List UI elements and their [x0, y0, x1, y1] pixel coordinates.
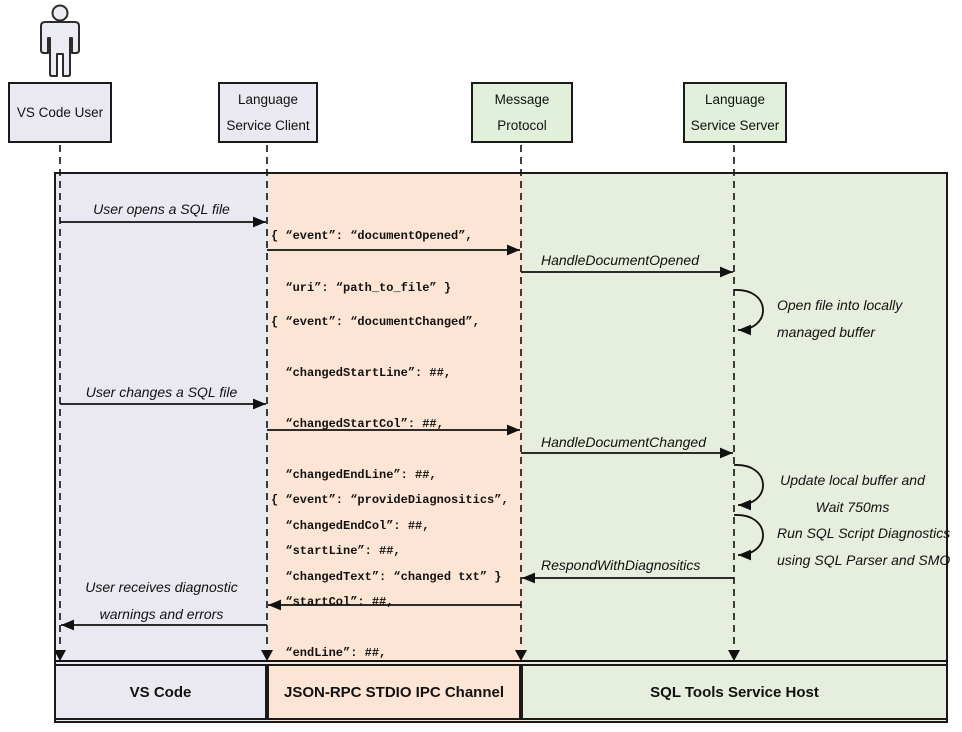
person-icon	[40, 4, 80, 77]
footer-label: VS Code	[129, 683, 192, 701]
lane-vscode-user	[56, 174, 269, 721]
label-update-buffer-wait: Update local buffer and Wait 750ms	[770, 467, 935, 521]
footer-box-sql-tools-service-host: SQL Tools Service Host	[521, 664, 948, 720]
footer-box-ipc-channel: JSON-RPC STDIO IPC Channel	[267, 664, 521, 720]
actor-label-line: Service Client	[226, 117, 310, 133]
footer-label: JSON-RPC STDIO IPC Channel	[283, 683, 505, 701]
label-handle-document-opened: HandleDocumentOpened	[541, 252, 699, 268]
actor-label-line: Language	[704, 91, 766, 107]
label-line: using SQL Parser and SMO	[777, 552, 951, 568]
actor-box-language-service-server: Language Service Server	[683, 82, 787, 143]
label-line: Update local buffer and	[780, 472, 925, 488]
label-line: Run SQL Script Diagnostics	[777, 525, 951, 541]
label-line: Wait 750ms	[815, 499, 890, 515]
payload-line: { “event”: “documentOpened”,	[271, 229, 473, 243]
actor-box-message-protocol: Message Protocol	[471, 82, 573, 143]
payload-document-opened: { “event”: “documentOpened”, “uri”: “pat…	[271, 196, 473, 328]
label-line: Open file into locally	[777, 297, 903, 313]
lane-ipc-channel	[269, 174, 523, 721]
actor-box-language-service-client: Language Service Client	[218, 82, 318, 143]
label-line: warnings and errors	[99, 606, 224, 622]
actor-label-line: Language	[237, 91, 299, 107]
payload-line: “changedEndCol”: ##,	[271, 519, 430, 533]
actor-label-line: Protocol	[497, 117, 547, 133]
payload-line: “changedEndLine”: ##,	[271, 468, 437, 482]
label-user-changes-sql-file: User changes a SQL file	[85, 384, 238, 400]
payload-line: “changedStartLine”: ##,	[271, 366, 452, 380]
payload-line: { “event”: “provideDiagnositics”,	[271, 493, 509, 507]
payload-line: “changedText”: “changed txt” }	[271, 570, 502, 584]
payload-line: “uri”: “path_to_file” }	[271, 281, 452, 295]
actor-label: VS Code User	[16, 104, 104, 120]
label-open-file-into-buffer: Open file into locally managed buffer	[777, 292, 902, 346]
actor-label-line: Message	[494, 91, 550, 107]
label-run-sql-diagnostics: Run SQL Script Diagnostics using SQL Par…	[777, 520, 950, 574]
footer-box-vscode: VS Code	[54, 664, 267, 720]
label-line: managed buffer	[777, 324, 876, 340]
payload-document-changed: { “event”: “documentChanged”, “changedSt…	[271, 283, 501, 617]
label-handle-document-changed: HandleDocumentChanged	[541, 434, 706, 450]
payload-line: { “event”: “documentChanged”,	[271, 315, 480, 329]
label-user-opens-sql-file: User opens a SQL file	[93, 201, 230, 217]
label-user-receives-diagnostics: User receives diagnostic warnings and er…	[56, 574, 267, 628]
payload-line: “startLine”: ##,	[271, 544, 401, 558]
payload-line: “startCol”: ##,	[271, 595, 394, 609]
label-respond-with-diagnostics: RespondWithDiagnositics	[541, 557, 701, 573]
payload-line: “changedStartCol”: ##,	[271, 417, 444, 431]
payload-line: “endLine”: ##,	[271, 646, 387, 660]
label-line: User receives diagnostic	[85, 579, 238, 595]
footer-label: SQL Tools Service Host	[650, 683, 819, 701]
actor-label-line: Service Server	[690, 117, 780, 133]
actor-box-vscode-user: VS Code User	[8, 82, 112, 143]
